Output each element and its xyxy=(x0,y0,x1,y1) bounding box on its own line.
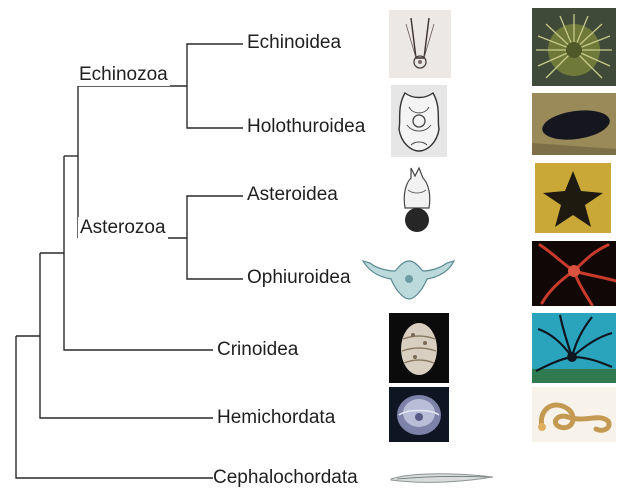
lancelet-photo xyxy=(389,469,497,487)
clade-label-echinozoa: Echinozoa xyxy=(77,64,170,86)
taxon-label-ophiuroidea: Ophiuroidea xyxy=(247,267,351,289)
brittle-star-photo xyxy=(532,241,616,306)
taxon-label-hemichordata: Hemichordata xyxy=(217,407,335,429)
clade-label-asterozoa: Asterozoa xyxy=(78,217,168,239)
sea-urchin-larva-photo xyxy=(389,10,451,78)
feather-star-photo xyxy=(532,313,616,383)
sea-cucumber-larva-photo xyxy=(391,85,447,157)
branch-asteroidea-ophiuroidea xyxy=(187,196,243,279)
branch-cephalochordata xyxy=(16,336,213,478)
sea-urchin-photo xyxy=(532,8,616,86)
taxon-label-echinoidea: Echinoidea xyxy=(247,32,341,54)
acorn-worm-photo xyxy=(532,387,616,442)
branch-crinoidea xyxy=(64,156,213,350)
tornaria-larva-photo xyxy=(389,387,449,442)
sea-star-photo xyxy=(535,163,611,233)
taxon-label-crinoidea: Crinoidea xyxy=(217,339,298,361)
taxon-label-holothuroidea: Holothuroidea xyxy=(247,116,365,138)
taxon-label-cephalochordata: Cephalochordata xyxy=(213,467,358,489)
sea-star-larva-photo xyxy=(395,162,439,240)
crinoid-larva-photo xyxy=(389,313,449,383)
branch-echinoidea-holothuroidea xyxy=(187,44,243,128)
brittle-star-larva-photo xyxy=(359,255,458,303)
taxon-label-asteroidea: Asteroidea xyxy=(247,184,338,206)
sea-cucumber-photo xyxy=(532,93,616,155)
